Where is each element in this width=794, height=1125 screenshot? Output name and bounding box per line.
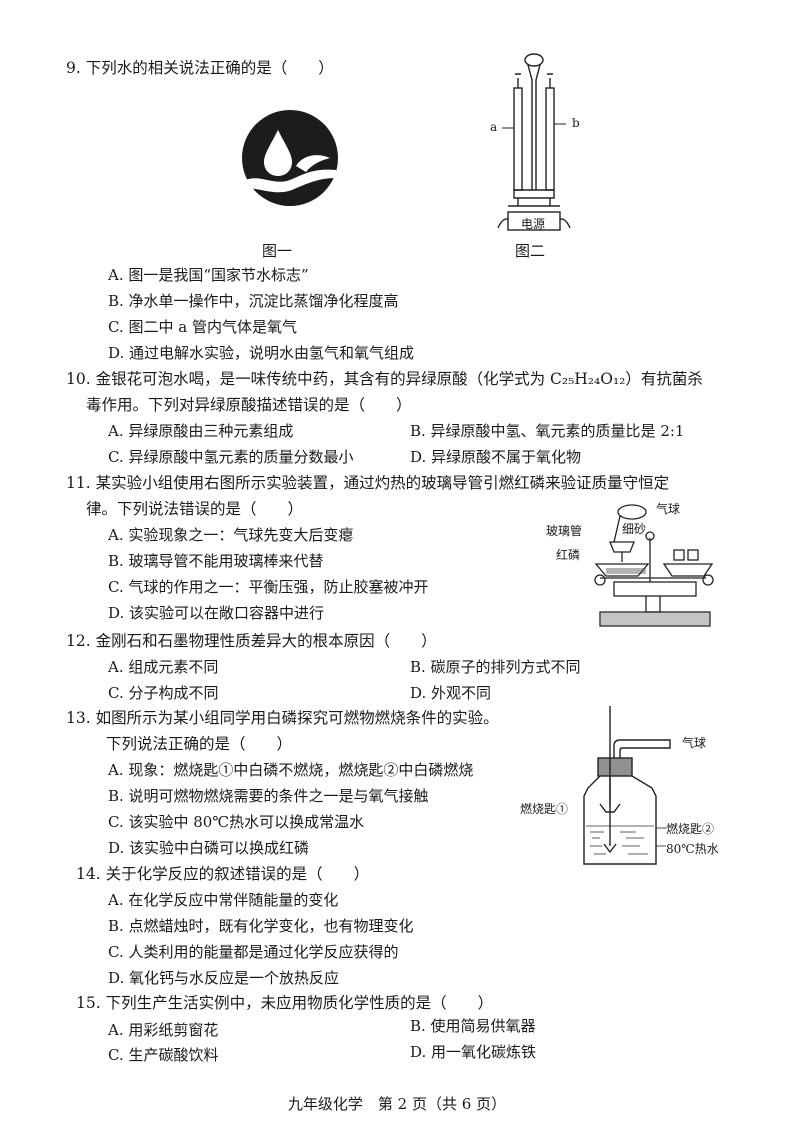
q11-stem-line1: 11. 某实验小组使用右图所示实验装置，通过灼热的玻璃导管引燃红磷来验证质量守恒… [66,474,670,492]
q15-option-d: D. 用一氧化碳炼铁 [410,1043,537,1061]
q13-label-balloon: 气球 [682,736,707,750]
q10-option-d: D. 异绿原酸不属于氧化物 [410,448,582,466]
q10-option-a: A. 异绿原酸由三种元素组成 [108,422,294,440]
q11-option-b: B. 玻璃导管不能用玻璃棒来代替 [108,552,324,570]
q13-stem-line1: 13. 如图所示为某小组同学用白磷探究可燃物燃烧条件的实验。 [66,709,499,727]
q14-stem: 14. 关于化学反应的叙述错误的是（ ） [76,865,370,883]
fig2-label-a: a [490,120,498,134]
q14-option-c: C. 人类利用的能量都是通过化学反应获得的 [108,943,399,961]
q11-label-balloon: 气球 [656,502,681,516]
page-footer: 九年级化学 第 2 页（共 6 页） [287,1095,507,1113]
fig1-caption: 图一 [262,242,293,260]
q9-option-d: D. 通过电解水实验，说明水由氢气和氧气组成 [108,344,415,362]
q10-option-b: B. 异绿原酸中氢、氧元素的质量比是 2:1 [410,422,685,440]
q11-option-a: A. 实验现象之一：气球先变大后变瘪 [108,526,354,544]
q12-option-b: B. 碳原子的排列方式不同 [410,658,581,676]
q13-option-c: C. 该实验中 80℃热水可以换成常温水 [108,813,365,831]
q9-option-b: B. 净水单一操作中，沉淀比蒸馏净化程度高 [108,292,399,310]
q14-option-d: D. 氧化钙与水反应是一个放热反应 [108,969,340,987]
q11-option-d: D. 该实验可以在敞口容器中进行 [108,604,325,622]
fig2-label-b: b [572,116,580,130]
q15-option-b: B. 使用简易供氧器 [410,1017,536,1035]
q14-option-a: A. 在化学反应中常伴随能量的变化 [108,891,339,909]
q9-option-a: A. 图一是我国“国家节水标志” [108,266,309,284]
q13-option-b: B. 说明可燃物燃烧需要的条件之一是与氧气接触 [108,787,429,805]
q9-stem: 9. 下列水的相关说法正确的是（ ） [66,59,334,77]
q11-option-c: C. 气球的作用之一：平衡压强，防止胶塞被冲开 [108,578,429,596]
q14-option-b: B. 点燃蜡烛时，既有化学变化，也有物理变化 [108,917,414,935]
q15-option-c: C. 生产碳酸饮料 [108,1046,219,1064]
q13-label-spoon2: 燃烧匙② [666,822,715,836]
q11-label-sand: 细砂 [622,522,647,536]
white-phosphorus-jar-diagram [583,706,671,865]
q12-option-a: A. 组成元素不同 [108,658,219,676]
q15-stem: 15. 下列生产生活实例中，未应用物质化学性质的是（ ） [76,994,494,1012]
q13-label-spoon1: 燃烧匙① [520,802,569,816]
electrolysis-apparatus-diagram [497,53,571,231]
q10-option-c: C. 异绿原酸中氢元素的质量分数最小 [108,448,354,466]
q13-stem-line2: 下列说法正确的是（ ） [106,735,293,753]
q11-label-phosphorus: 红磷 [556,548,581,562]
q12-option-d: D. 外观不同 [410,684,492,702]
q11-stem-line2: 律。下列说法错误的是（ ） [86,500,304,518]
q15-option-a: A. 用彩纸剪窗花 [108,1021,219,1039]
water-saving-logo-icon [242,110,338,206]
q10-stem-line1: 10. 金银花可泡水喝，是一味传统中药，其含有的异绿原酸（化学式为 C₂₅H₂₄… [66,370,703,388]
q12-option-c: C. 分子构成不同 [108,684,219,702]
q13-option-d: D. 该实验中白磷可以换成红磷 [108,839,310,857]
q12-stem: 12. 金刚石和石墨物理性质差异大的根本原因（ ） [66,632,437,650]
fig2-caption: 图二 [515,242,546,260]
q9-option-c: C. 图二中 a 管内气体是氧气 [108,318,297,336]
mass-conservation-balance-diagram [594,504,714,627]
q13-label-water: 80℃热水 [666,842,719,856]
q10-stem-line2: 毒作用。下列对异绿原酸描述错误的是（ ） [86,396,412,414]
q13-option-a: A. 现象：燃烧匙①中白磷不燃烧，燃烧匙②中白磷燃烧 [108,761,474,779]
fig2-power-label: 电源 [521,217,546,231]
q11-label-tube: 玻璃管 [546,524,583,538]
